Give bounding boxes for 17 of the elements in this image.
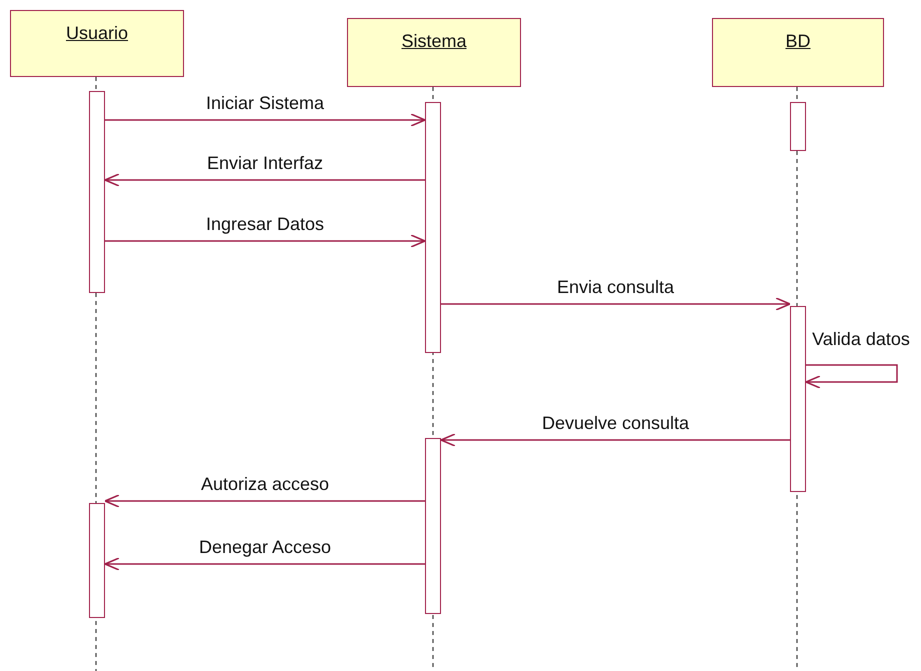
activation-bar bbox=[425, 102, 441, 353]
activation-bar bbox=[89, 503, 105, 618]
message-arrow bbox=[441, 297, 791, 311]
message-arrow bbox=[440, 433, 790, 447]
participant-box: Usuario bbox=[10, 10, 184, 77]
activation-bar bbox=[790, 102, 806, 151]
activation-bar bbox=[425, 438, 441, 614]
message-arrow bbox=[105, 113, 426, 127]
participant-box: BD bbox=[712, 18, 884, 87]
message-arrow bbox=[104, 173, 425, 187]
activation-bar bbox=[89, 91, 105, 293]
activation-bar bbox=[790, 306, 806, 492]
participant-box: Sistema bbox=[347, 18, 521, 87]
message-arrow bbox=[104, 557, 425, 571]
message-arrow bbox=[104, 494, 425, 508]
message-arrow bbox=[805, 364, 898, 389]
message-arrow bbox=[105, 234, 426, 248]
